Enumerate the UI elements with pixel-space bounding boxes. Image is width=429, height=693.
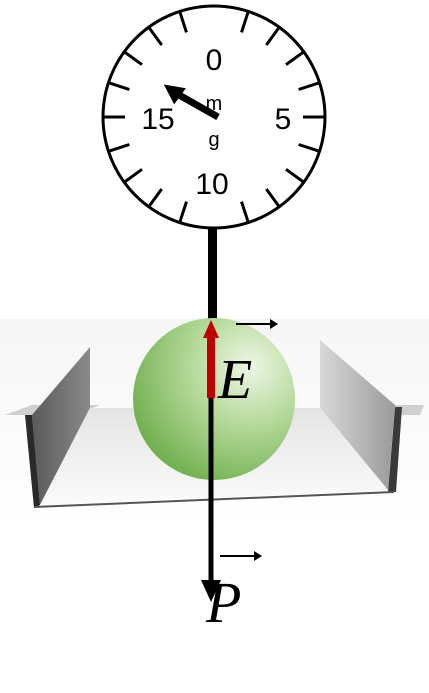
dial-tick [285,50,305,66]
dial-tick [107,81,130,91]
buoyancy-vector: E [203,319,278,411]
tank-right-wall-edge [388,407,402,492]
weight-label-arrow-head [254,551,262,561]
buoyancy-arrow-head [203,320,219,338]
tank-left-wall [32,347,90,505]
weight-label: P [205,570,241,635]
dial-tick [285,168,305,184]
dial-tick [123,50,143,66]
dial-unit-g: g [208,129,219,151]
submerged-sphere [133,318,295,480]
dial-label-15: 15 [141,103,174,136]
weight-arrow-head [201,580,221,602]
buoyancy-label-arrow-head [270,319,278,329]
weight-vector: P [201,398,262,635]
needle-shaft [173,89,220,121]
needle-head [163,84,186,105]
dial-tick [178,10,188,33]
dial-tick [298,143,321,153]
dial-label-10: 10 [195,168,228,201]
dial-tick [240,201,250,224]
dial-label-5: 5 [275,103,292,136]
scale-rod [208,228,217,324]
dial-tick [147,26,163,46]
tank-floor-edge [33,491,395,508]
dial-ticks [103,10,325,224]
dial-tick [107,143,130,153]
tank-right-wall [320,340,395,490]
dial-needle [163,84,220,121]
dial-label-0: 0 [206,44,223,77]
dial-tick [178,201,188,224]
dial-tick [265,188,281,208]
tank-left-wall-edge [25,415,40,508]
buoyancy-label: E [217,349,252,411]
spring-scale: 0 5 10 15 m g [101,4,327,230]
dial-tick [123,168,143,184]
dial-tick [265,26,281,46]
dial-tick [147,188,163,208]
tank-right-flange [395,405,424,415]
buoyancy-arrow-shaft [207,336,215,398]
dial-tick [298,81,321,91]
dial-tick [240,10,250,33]
